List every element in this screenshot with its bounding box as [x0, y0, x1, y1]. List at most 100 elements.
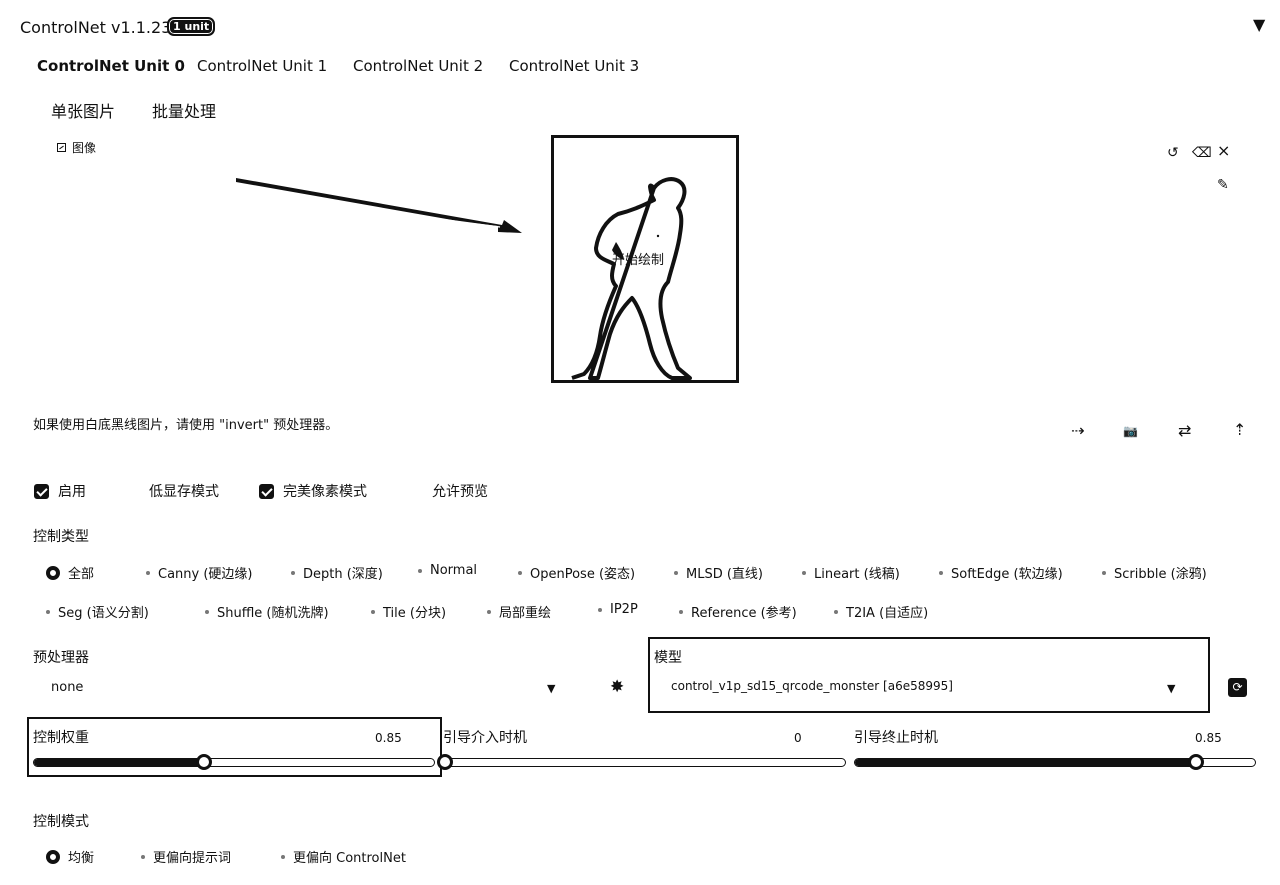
send-dimensions-icon[interactable]: ⇢ [1071, 421, 1085, 440]
close-icon[interactable]: × [1217, 141, 1231, 160]
radio-label: T2IA (自适应) [846, 606, 929, 621]
radio-label: Normal [430, 563, 478, 578]
control-type-lineart[interactable]: Lineart (线稿) [802, 563, 900, 582]
chevron-down-icon[interactable]: ▼ [547, 682, 556, 695]
swap-icon[interactable]: ⇄ [1178, 421, 1192, 440]
weight-slider-fill [34, 759, 204, 766]
app-title: ControlNet v1.1.237 [20, 18, 182, 37]
control-type-reference[interactable]: Reference (参考) [679, 602, 797, 621]
lowvram-checkbox[interactable]: 低显存模式 [125, 481, 219, 501]
radio-label: 更偏向提示词 [153, 851, 232, 866]
control-type-shuffle[interactable]: Shuffle (随机洗牌) [205, 602, 329, 621]
radio-label: Shuffle (随机洗牌) [217, 606, 329, 621]
tab-single-image[interactable]: 单张图片 [51, 102, 116, 121]
start-drawing-hint: 开始绘制 [612, 253, 665, 268]
radio-selected-icon [46, 849, 60, 864]
weight-label: 控制权重 [33, 730, 89, 746]
control-type-label: 控制类型 [33, 529, 89, 545]
control-type-tile[interactable]: Tile (分块) [371, 602, 446, 621]
allow-preview-checkbox[interactable]: 允许预览 [408, 481, 488, 501]
weight-value[interactable]: 0.85 [375, 731, 402, 745]
allow-preview-label: 允许预览 [432, 484, 488, 500]
model-label: 模型 [654, 650, 682, 666]
control-type-all[interactable]: 全部 [46, 563, 94, 582]
erase-icon[interactable]: ⌫ [1192, 145, 1212, 161]
radio-label: IP2P [610, 602, 638, 617]
enable-label: 启用 [58, 484, 86, 500]
control-type-normal[interactable]: Normal [418, 563, 477, 578]
radio-selected-icon [46, 565, 60, 580]
control-type-mlsd[interactable]: MLSD (直线) [674, 563, 763, 582]
upload-icon[interactable]: ⇡ [1233, 420, 1247, 439]
radio-label: Seg (语义分割) [58, 606, 149, 621]
end-slider-thumb[interactable] [1187, 754, 1204, 770]
tab-unit-3[interactable]: ControlNet Unit 3 [509, 57, 640, 75]
radio-unselected-icon [46, 609, 50, 614]
image-label: 图像 [57, 139, 96, 156]
undo-icon[interactable]: ↺ [1167, 145, 1179, 161]
start-value[interactable]: 0 [794, 731, 802, 745]
start-slider-thumb[interactable] [437, 754, 453, 770]
weight-slider-track[interactable] [33, 758, 435, 767]
radio-label: MLSD (直线) [686, 567, 763, 582]
radio-label: Tile (分块) [383, 606, 447, 621]
control-mode-prompt[interactable]: 更偏向提示词 [141, 847, 231, 866]
end-slider-track[interactable] [854, 758, 1256, 767]
radio-label: Reference (参考) [691, 606, 797, 621]
radio-label: 均衡 [68, 851, 95, 866]
tab-batch[interactable]: 批量处理 [152, 102, 217, 121]
image-icon [57, 143, 66, 152]
checkbox-unchecked-icon [125, 483, 140, 499]
start-label: 引导介入时机 [443, 730, 527, 746]
control-type-softedge[interactable]: SoftEdge (软边缘) [939, 563, 1063, 582]
brush-icon[interactable]: ✎ [1217, 177, 1229, 193]
control-type-t2ia[interactable]: T2IA (自适应) [834, 602, 928, 621]
radio-unselected-icon [679, 609, 683, 614]
start-slider-track[interactable] [445, 758, 846, 767]
collapse-toggle-icon[interactable]: ▼ [1253, 15, 1266, 34]
weight-slider-thumb[interactable] [195, 754, 212, 770]
radio-unselected-icon [146, 570, 150, 575]
control-mode-controlnet[interactable]: 更偏向 ControlNet [281, 847, 406, 866]
tab-unit-2[interactable]: ControlNet Unit 2 [353, 57, 484, 75]
camera-icon[interactable]: 📷 [1123, 424, 1138, 438]
lowvram-label: 低显存模式 [149, 484, 219, 500]
control-mode-balanced[interactable]: 均衡 [46, 847, 94, 866]
preprocessor-value: none [51, 680, 84, 695]
radio-label: Lineart (线稿) [814, 567, 900, 582]
image-canvas[interactable] [551, 135, 739, 383]
control-type-depth[interactable]: Depth (深度) [291, 563, 383, 582]
checkbox-checked-icon [34, 483, 49, 499]
model-panel [648, 637, 1210, 713]
tab-unit-1[interactable]: ControlNet Unit 1 [197, 57, 328, 75]
weight-slider-panel [27, 717, 442, 777]
checkbox-checked-icon [259, 483, 274, 499]
radio-unselected-icon [418, 568, 422, 573]
radio-unselected-icon [674, 570, 678, 575]
pose-silhouette [571, 177, 692, 380]
radio-unselected-icon [598, 607, 602, 612]
radio-label: OpenPose (姿态) [530, 567, 636, 582]
end-slider-fill [855, 759, 1195, 766]
chevron-down-icon[interactable]: ▼ [1167, 682, 1176, 695]
control-type-inpaint[interactable]: 局部重绘 [487, 602, 551, 621]
control-type-openpose[interactable]: OpenPose (姿态) [518, 563, 635, 582]
radio-unselected-icon [141, 854, 145, 859]
radio-label: 局部重绘 [499, 606, 552, 621]
control-type-canny[interactable]: Canny (硬边缘) [146, 563, 253, 582]
refresh-icon[interactable]: ⟳ [1228, 678, 1247, 697]
tab-unit-0[interactable]: ControlNet Unit 0 [37, 57, 185, 75]
preprocessor-dropdown[interactable] [33, 676, 568, 700]
radio-unselected-icon [518, 570, 522, 575]
radio-unselected-icon [487, 609, 491, 614]
control-type-scribble[interactable]: Scribble (涂鸦) [1102, 563, 1207, 582]
control-type-seg[interactable]: Seg (语义分割) [46, 602, 149, 621]
control-type-ip2p[interactable]: IP2P [598, 602, 638, 617]
invert-hint-text: 如果使用白底黑线图片，请使用 "invert" 预处理器。 [33, 418, 339, 433]
end-value[interactable]: 0.85 [1195, 731, 1222, 745]
explode-icon[interactable]: ✸ [610, 677, 625, 697]
pixel-perfect-checkbox[interactable]: 完美像素模式 [259, 481, 367, 501]
enable-checkbox[interactable]: 启用 [34, 481, 86, 501]
unit-count-badge: 1 unit [167, 17, 216, 36]
end-label: 引导终止时机 [854, 730, 938, 746]
